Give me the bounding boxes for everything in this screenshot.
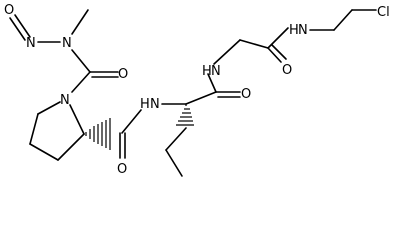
- pyrrolidine-ring: [29, 101, 85, 161]
- stereo-hash-bond-1: [85, 118, 111, 150]
- atom-amide-oxygen-3: O: [282, 63, 292, 78]
- ring-bond-c4-c3: [29, 143, 59, 161]
- atom-amide-nitrogen-2: N: [211, 64, 221, 79]
- carbamoyl-group: [71, 71, 119, 93]
- propyl-chain: [165, 127, 187, 177]
- atom-amide-oxygen-2: O: [241, 87, 251, 102]
- molecule-canvas: O N N O N N H O N H O N H O Cl: [4, 3, 390, 177]
- bond-o-n-nitroso-a: [9, 17, 26, 41]
- atom-nitroso-oxygen: O: [4, 3, 14, 18]
- bond-nh2-ch2: [213, 39, 241, 65]
- atom-amide-hydrogen-1: H: [140, 97, 150, 112]
- bond-chain-1: [165, 127, 187, 151]
- bond-c-nh-1: [121, 109, 142, 134]
- ring-bond-c3-c2: [57, 133, 85, 161]
- glycine-residue: [213, 27, 289, 65]
- proline-carbonyl: [119, 109, 142, 159]
- atom-amide-nitrogen-1: N: [150, 97, 160, 112]
- bond-o-n-nitroso-b: [14, 14, 31, 38]
- atom-amide-nitrogen-3: N: [298, 23, 308, 38]
- atom-carbamoyl-oxygen: O: [118, 67, 128, 82]
- bond-c-o-gly-b: [271, 44, 287, 60]
- ring-bond-n-c5: [37, 101, 61, 115]
- chemical-structure: O N N O N N H O N H O N H O Cl: [4, 3, 390, 177]
- bond-n-methyl: [71, 9, 89, 35]
- atom-amide-hydrogen-2: H: [202, 64, 212, 79]
- ring-bond-c2-n: [69, 104, 85, 135]
- bond-c-nh-3: [267, 27, 289, 49]
- bond-n-carbonyl: [71, 49, 91, 73]
- norvaline-carbonyl: [185, 73, 241, 105]
- atom-methyl-nitrogen: N: [62, 36, 72, 51]
- stereo-hash-bond-2: [176, 104, 194, 126]
- atom-amide-hydrogen-3: H: [289, 23, 299, 38]
- nitroso-group: [9, 9, 91, 73]
- atom-nitroso-nitrogen: N: [26, 36, 36, 51]
- bond-carbonyl-ring-n: [71, 71, 91, 93]
- bond-chain-2: [165, 149, 183, 177]
- atom-amide-oxygen-1: O: [117, 162, 127, 177]
- bond-ch2-ch2: [333, 9, 353, 31]
- atom-pyrrolidine-nitrogen: N: [60, 93, 70, 108]
- chloroethyl-group: [309, 9, 377, 31]
- bond-ch2-c: [239, 39, 269, 49]
- ring-bond-c5-c4: [29, 113, 39, 145]
- bond-c-o-gly-a: [267, 47, 282, 63]
- bond-c-nh-2: [207, 73, 217, 93]
- bond-calpha-c: [185, 91, 217, 105]
- atom-chlorine: Cl: [377, 5, 390, 20]
